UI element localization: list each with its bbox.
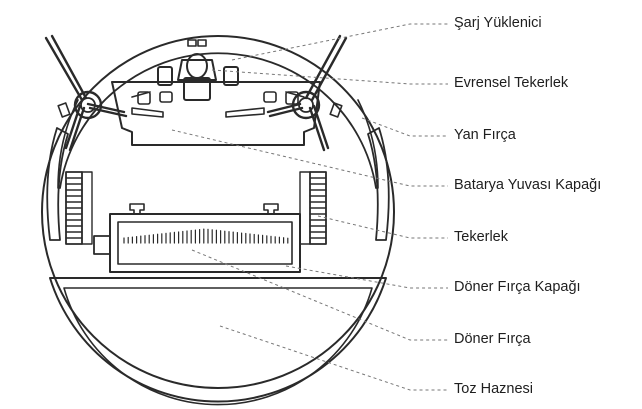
dust-bin-outline xyxy=(49,277,387,403)
housing-slot-left xyxy=(157,66,173,86)
wheel-right-frame xyxy=(299,171,311,245)
battery-housing xyxy=(111,81,321,146)
right-bumper xyxy=(367,127,390,241)
dust-bin-inner xyxy=(63,287,373,406)
side-brush-hub-right-inner xyxy=(298,97,314,113)
label-universal-wheel: Evrensel Tekerlek xyxy=(454,75,569,91)
leader-lines xyxy=(171,23,448,391)
blade-left xyxy=(131,107,164,118)
left-bumper xyxy=(46,127,69,241)
leader-charger xyxy=(231,23,448,61)
cover-clip-left xyxy=(129,203,145,215)
wheel-left-frame xyxy=(81,171,93,245)
leader-universal-wheel xyxy=(211,69,448,85)
blade-right xyxy=(225,107,265,118)
roller-brush-bristles xyxy=(123,228,289,244)
roller-brush-frame xyxy=(117,221,293,265)
housing-tab-mid-right xyxy=(263,91,277,103)
robot-body-outline xyxy=(41,35,395,389)
label-battery-cover: Batarya Yuvası Kapağı xyxy=(454,177,602,193)
universal-wheel-mount xyxy=(177,59,217,81)
inner-rim xyxy=(59,52,377,189)
charger-contact-left xyxy=(187,39,197,47)
sensor-left xyxy=(57,102,71,118)
housing-bevels xyxy=(131,91,305,98)
label-wheel: Tekerlek xyxy=(454,229,508,245)
leader-roller-brush xyxy=(191,249,448,341)
universal-wheel xyxy=(186,53,208,79)
housing-tab-left xyxy=(137,91,151,105)
side-brush-hub-left-inner xyxy=(80,97,96,113)
wheel-left-treads xyxy=(65,177,83,239)
side-brush-hub-right xyxy=(291,90,321,120)
sensor-right xyxy=(329,102,343,118)
wheel-right-treads xyxy=(309,177,327,239)
leader-roller-brush-cover xyxy=(285,265,448,289)
label-dust-bin: Toz Haznesi xyxy=(454,381,533,397)
label-roller-brush-cover: Döner Fırça Kapağı xyxy=(454,279,581,295)
side-brush-hub-left xyxy=(73,90,103,120)
side-brush-arms-left xyxy=(44,34,128,152)
cover-clip-right xyxy=(263,203,279,215)
leader-dust-bin xyxy=(219,325,448,391)
label-side-brush: Yan Fırça xyxy=(454,127,516,143)
leader-wheel xyxy=(317,215,448,239)
housing-tab-mid-left xyxy=(159,91,173,103)
housing-slot-right xyxy=(223,66,239,86)
charger-contact-right xyxy=(197,39,207,47)
label-charger: Şarj Yüklenici xyxy=(454,15,542,31)
universal-wheel-base xyxy=(183,77,211,101)
roller-brush-end xyxy=(93,235,111,255)
label-roller-brush: Döner Fırça xyxy=(454,331,531,347)
